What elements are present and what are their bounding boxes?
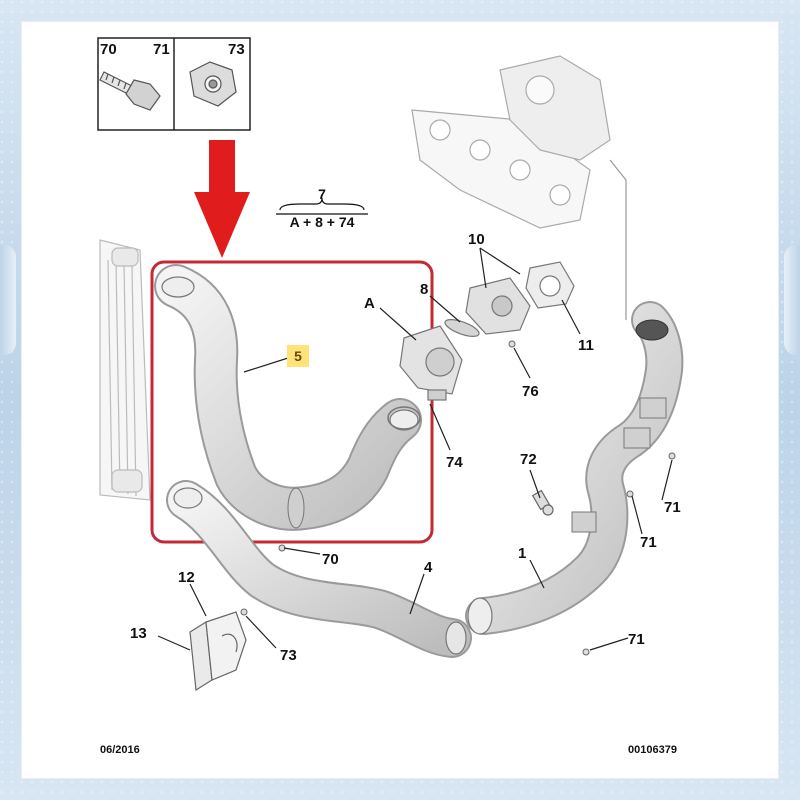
- callout-76: 76: [522, 383, 539, 400]
- kit-number: 7: [318, 186, 326, 202]
- callout-12: 12: [178, 569, 195, 586]
- callout-10: 10: [468, 231, 485, 248]
- highlight-part-tag: 5: [287, 345, 309, 367]
- callout-74: 74: [446, 454, 463, 471]
- red-arrow: [194, 140, 250, 258]
- formula-brace: [279, 197, 365, 211]
- hose-5-drawing: [154, 264, 422, 531]
- fastener-label-71: 71: [153, 41, 170, 58]
- fastener-72-drawing: [531, 489, 554, 516]
- callout-70: 70: [322, 551, 339, 568]
- seal-8-drawing: [444, 319, 480, 337]
- intercooler-drawing: [99, 239, 151, 501]
- nut-73-drawing: [189, 61, 237, 107]
- small-bolts: [240, 340, 676, 656]
- bolt-70-71-drawing: [99, 71, 161, 111]
- leader-lines: [157, 247, 673, 651]
- pipe-1-drawing: [465, 301, 684, 635]
- callout-72: 72: [520, 451, 537, 468]
- callout-13: 13: [130, 625, 147, 642]
- callout-4: 4: [424, 559, 433, 576]
- gasket-11-drawing: [525, 261, 575, 309]
- callout-71-lower: 71: [628, 631, 645, 648]
- left-edge-tab: [0, 245, 16, 355]
- engine-manifold-drawing: [411, 55, 627, 320]
- bracket-13-drawing: [189, 611, 247, 692]
- footer-date: 06/2016: [100, 744, 140, 756]
- callout-A: A: [364, 295, 375, 312]
- callout-71-upper: 71: [664, 499, 681, 516]
- gasket-74-drawing: [387, 406, 421, 430]
- callout-11: 11: [578, 337, 594, 354]
- callout-8: 8: [420, 281, 429, 298]
- callout-73: 73: [280, 647, 297, 664]
- assembly-formula: 7 A + 8 + 74: [276, 186, 368, 230]
- fastener-label-73: 73: [228, 41, 245, 58]
- callout-1: 1: [518, 545, 527, 562]
- fastener-label-70: 70: [100, 41, 117, 58]
- highlight-box: [150, 260, 434, 544]
- footer-code: 00106379: [628, 744, 677, 756]
- kit-formula: A + 8 + 74: [289, 214, 355, 230]
- throttle-body-A-drawing: [399, 325, 463, 401]
- valve-10-drawing: [465, 277, 531, 335]
- callout-71-middle: 71: [640, 534, 657, 551]
- hose-4-drawing: [166, 480, 472, 658]
